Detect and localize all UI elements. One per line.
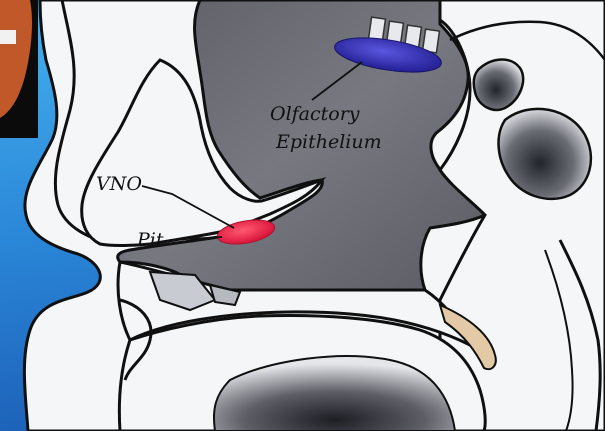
olfactory-label-line1: Olfactory xyxy=(270,103,360,125)
vno-label: VNO xyxy=(96,173,142,195)
pit-label: Pit xyxy=(136,229,164,251)
olfactory-label-line2: Epithelium xyxy=(275,131,382,153)
inset-photo-mark xyxy=(0,30,16,44)
